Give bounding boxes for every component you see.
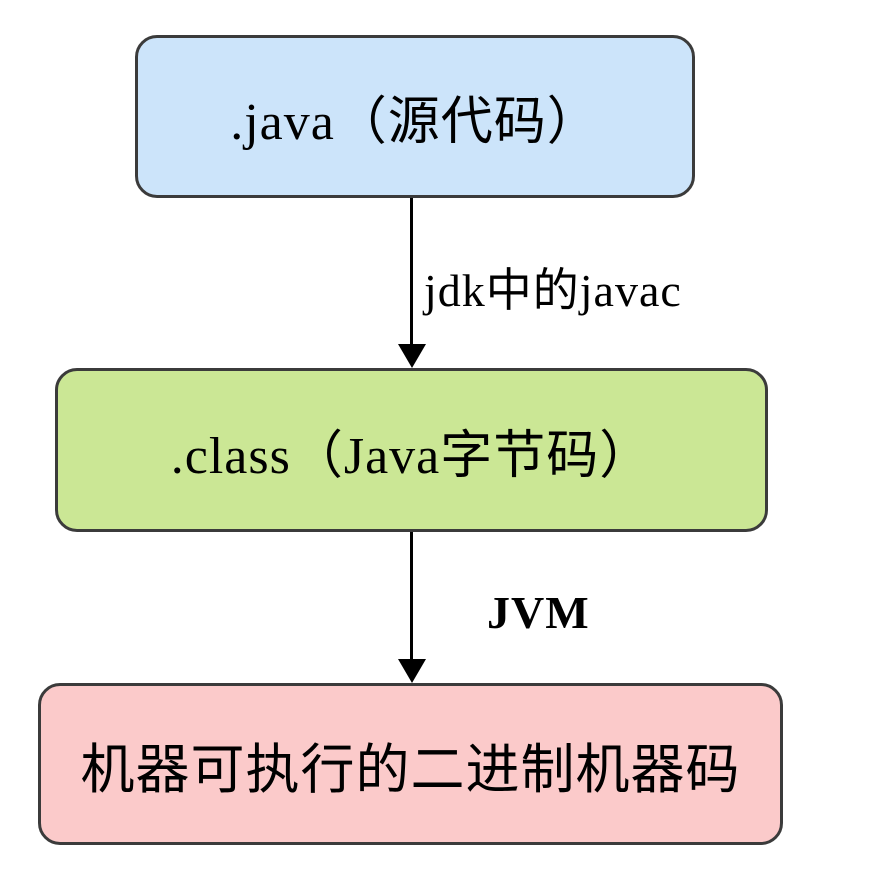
arrow-down-icon <box>398 659 426 683</box>
flow-node-class-bytecode: .class（Java字节码） <box>55 368 768 532</box>
edge-line-javac <box>410 198 413 346</box>
edge-line-jvm <box>410 532 413 661</box>
edge-label-javac: jdk中的javac <box>424 265 682 316</box>
arrow-down-icon <box>398 344 426 368</box>
flow-node-machine-code: 机器可执行的二进制机器码 <box>38 683 783 845</box>
edge-label-jvm: JVM <box>487 587 590 638</box>
flow-node-java-source-label: .java（源代码） <box>230 94 600 151</box>
flow-node-class-bytecode-label: .class（Java字节码） <box>170 427 653 485</box>
flow-node-machine-code-label: 机器可执行的二进制机器码 <box>80 739 741 800</box>
flow-node-java-source: .java（源代码） <box>135 35 695 198</box>
